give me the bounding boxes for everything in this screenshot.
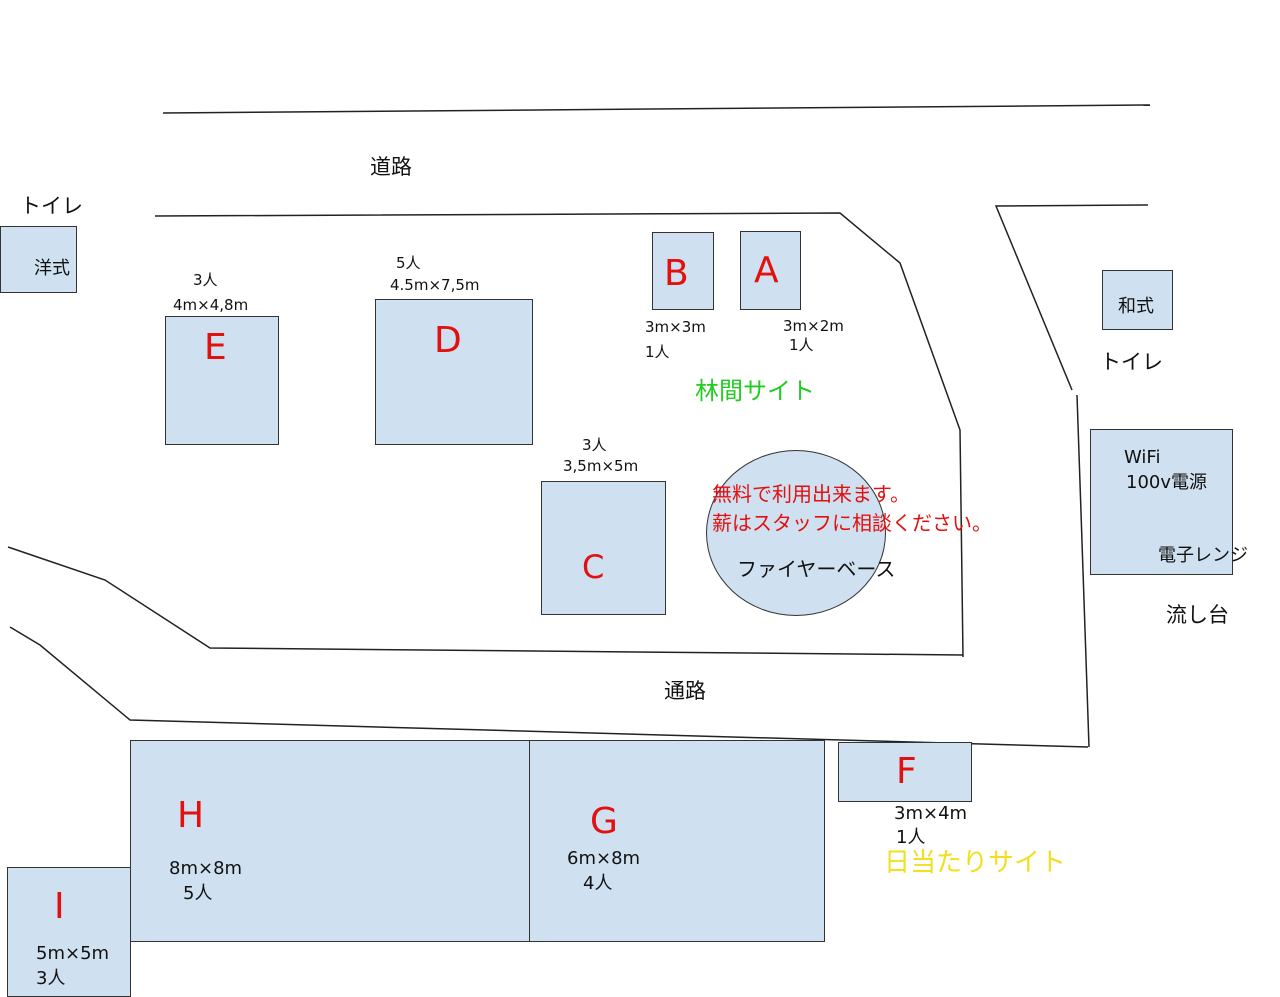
site-e-letter: E <box>204 327 227 368</box>
sunny-site-label: 日当たりサイト <box>884 848 1067 878</box>
toilet-right-label: トイレ <box>1100 350 1163 374</box>
facility-microwave: 電子レンジ <box>1158 545 1248 566</box>
site-c-letter: C <box>582 548 605 586</box>
site-g-size: 6m×8m <box>567 848 641 869</box>
site-d-letter: D <box>434 320 462 361</box>
site-g-people: 4人 <box>583 873 613 894</box>
site-e-plot[interactable]: E <box>165 316 279 445</box>
site-d-plot[interactable]: D <box>375 299 533 445</box>
site-i-plot[interactable]: I 5m×5m 3人 <box>7 867 131 997</box>
site-i-size: 5m×5m <box>36 943 110 964</box>
fire-base-label: ファイヤーベース <box>737 557 896 581</box>
road-mid-label: 通路 <box>664 679 706 703</box>
site-e-size: 4m×4,8m <box>173 296 249 314</box>
site-f-plot[interactable]: F <box>838 742 972 802</box>
site-d-people: 5人 <box>396 254 421 272</box>
site-a-letter: A <box>754 250 779 291</box>
site-a-plot[interactable]: A <box>740 231 801 310</box>
site-h-plot[interactable]: H 8m×8m 5人 <box>130 740 530 942</box>
fire-base-circle[interactable] <box>706 450 886 616</box>
site-g-plot[interactable]: G 6m×8m 4人 <box>529 740 825 942</box>
site-c-plot[interactable]: C <box>541 481 666 615</box>
site-f-people: 1人 <box>896 827 926 848</box>
site-a-size: 3m×2m <box>783 317 844 335</box>
facility-power: 100v電源 <box>1126 472 1208 493</box>
path-left-lower <box>9 626 1089 748</box>
site-f-letter: F <box>896 751 917 792</box>
facility-building <box>1090 429 1233 575</box>
fire-note-line2: 薪はスタッフに相談ください。 <box>712 511 992 535</box>
toilet-left-type: 洋式 <box>34 258 70 279</box>
site-f-size: 3m×4m <box>894 803 968 824</box>
fire-note-line1: 無料で利用出来ます。 <box>712 482 910 506</box>
toilet-right-type: 和式 <box>1118 296 1154 317</box>
site-c-size: 3,5m×5m <box>563 457 639 475</box>
forest-site-label: 林間サイト <box>695 377 815 405</box>
site-i-people: 3人 <box>36 968 66 989</box>
facility-wifi: WiFi <box>1124 447 1161 468</box>
site-h-letter: H <box>177 795 205 836</box>
toilet-left-building: 洋式 <box>0 226 77 293</box>
site-a-people: 1人 <box>789 336 814 354</box>
site-b-plot[interactable]: B <box>652 232 714 310</box>
site-c-people: 3人 <box>582 436 607 454</box>
site-h-size: 8m×8m <box>169 858 243 879</box>
site-b-people: 1人 <box>645 343 670 361</box>
site-h-people: 5人 <box>183 883 213 904</box>
site-g-letter: G <box>590 801 618 842</box>
right-boundary-lower <box>1076 394 1090 748</box>
site-d-size: 4.5m×7,5m <box>390 276 480 294</box>
toilet-right-building: 和式 <box>1102 270 1173 330</box>
toilet-left-label: トイレ <box>20 194 83 218</box>
right-boundary <box>994 204 1149 391</box>
road-top-label: 道路 <box>370 155 412 179</box>
path-left-upper <box>7 546 964 656</box>
site-b-size: 3m×3m <box>645 318 706 336</box>
site-b-letter: B <box>664 253 689 294</box>
site-e-people: 3人 <box>193 271 218 289</box>
site-i-letter: I <box>54 886 65 927</box>
facility-sink: 流し台 <box>1166 603 1229 627</box>
road-top-line <box>162 104 1151 114</box>
forest-area-boundary <box>154 212 964 658</box>
